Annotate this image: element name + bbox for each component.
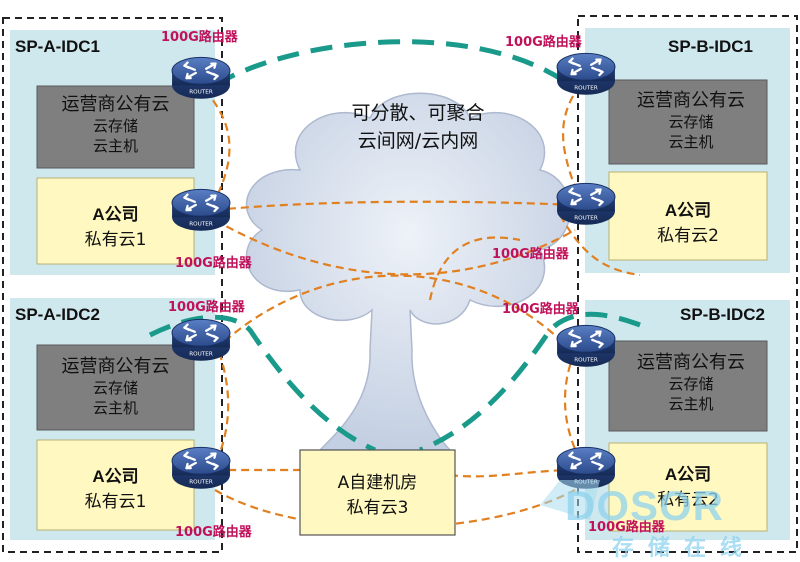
private-cloud-box-a2 [36, 439, 195, 531]
idc-border-right [577, 15, 798, 553]
private-cloud-company: A公司 [92, 467, 139, 486]
watermark-swoosh [540, 480, 600, 520]
private-cloud-company: A公司 [664, 201, 712, 220]
private-cloud-company: A公司 [92, 205, 139, 224]
private-cloud-text-a2: A公司 私有云1 [37, 462, 194, 512]
public-cloud-host: 云主机 [92, 137, 138, 155]
public-cloud-text-a1: 运营商公有云 云存储 云主机 [37, 90, 194, 156]
public-cloud-text-b2: 运营商公有云 云存储 云主机 [612, 348, 770, 414]
watermark-subtext: 存储在线 [612, 536, 757, 561]
public-cloud-storage: 云存储 [668, 113, 714, 131]
router-label-b1-top: 100G路由器 [505, 35, 582, 50]
idc-label-sp-a-idc2: SP-A-IDC2 [15, 305, 101, 324]
public-cloud-box-b1 [608, 79, 768, 165]
private-cloud-name: 私有云2 [657, 226, 719, 246]
public-cloud-title: 运营商公有云 [637, 90, 745, 111]
watermark-logo: DOSOR [565, 482, 725, 529]
idc-label-sp-b-idc1: SP-B-IDC1 [668, 37, 754, 56]
own-dc-name: 私有云3 [346, 498, 409, 518]
public-cloud-host: 云主机 [92, 399, 138, 417]
private-cloud-name: 私有云2 [657, 490, 719, 510]
router-icon-b1-bottom [555, 182, 617, 226]
private-cloud-box-b1 [608, 171, 768, 261]
public-cloud-host: 云主机 [668, 133, 714, 151]
router-label-b2-bottom: 100G路由器 [588, 520, 665, 535]
public-cloud-box-a2 [36, 344, 195, 431]
private-cloud-text-b1: A公司 私有云2 [609, 196, 767, 246]
router-label-a2-bottom: 100G路由器 [175, 525, 252, 540]
private-cloud-box-b2 [608, 442, 768, 532]
public-cloud-box-a1 [36, 85, 195, 169]
public-cloud-text-a2: 运营商公有云 云存储 云主机 [37, 352, 194, 418]
router-icon-b2-top [555, 324, 617, 368]
cloud-text-line1: 可分散、可聚合 [351, 102, 485, 124]
private-cloud-text-b2: A公司 私有云2 [609, 460, 767, 510]
public-cloud-storage: 云存储 [92, 379, 138, 397]
public-cloud-host: 云主机 [668, 395, 714, 413]
private-cloud-text-a1: A公司 私有云1 [37, 200, 194, 250]
central-cloud-shape [245, 92, 571, 451]
private-cloud-name: 私有云1 [84, 492, 147, 512]
public-cloud-text-b1: 运营商公有云 云存储 云主机 [612, 86, 770, 152]
own-dc-text: A自建机房 私有云3 [300, 468, 455, 518]
cloud-text-line2: 云间网/云内网 [357, 130, 479, 152]
public-cloud-title: 运营商公有云 [61, 356, 170, 377]
idc-label-sp-a-idc1: SP-A-IDC1 [15, 37, 101, 56]
private-cloud-name: 私有云1 [84, 230, 147, 250]
router-label-a1-bottom: 100G路由器 [175, 256, 252, 271]
idc-label-sp-b-idc2: SP-B-IDC2 [680, 305, 766, 324]
public-cloud-storage: 云存储 [668, 375, 714, 393]
own-dc-title: A自建机房 [337, 473, 418, 493]
public-cloud-title: 运营商公有云 [61, 94, 170, 115]
router-label-b1-bottom: 100G路由器 [492, 247, 569, 262]
router-label-b2-top: 100G路由器 [502, 302, 579, 317]
public-cloud-storage: 云存储 [92, 117, 138, 135]
idc-border-left [2, 17, 223, 553]
public-cloud-box-b2 [608, 340, 768, 432]
router-label-a1-top: 100G路由器 [161, 30, 238, 45]
own-dc-box [299, 449, 456, 536]
private-cloud-box-a1 [36, 177, 195, 265]
private-cloud-company: A公司 [664, 465, 712, 484]
public-cloud-title: 运营商公有云 [637, 352, 745, 373]
router-icon-b1-top [555, 52, 617, 96]
router-label-a2-top: 100G路由器 [168, 300, 245, 315]
